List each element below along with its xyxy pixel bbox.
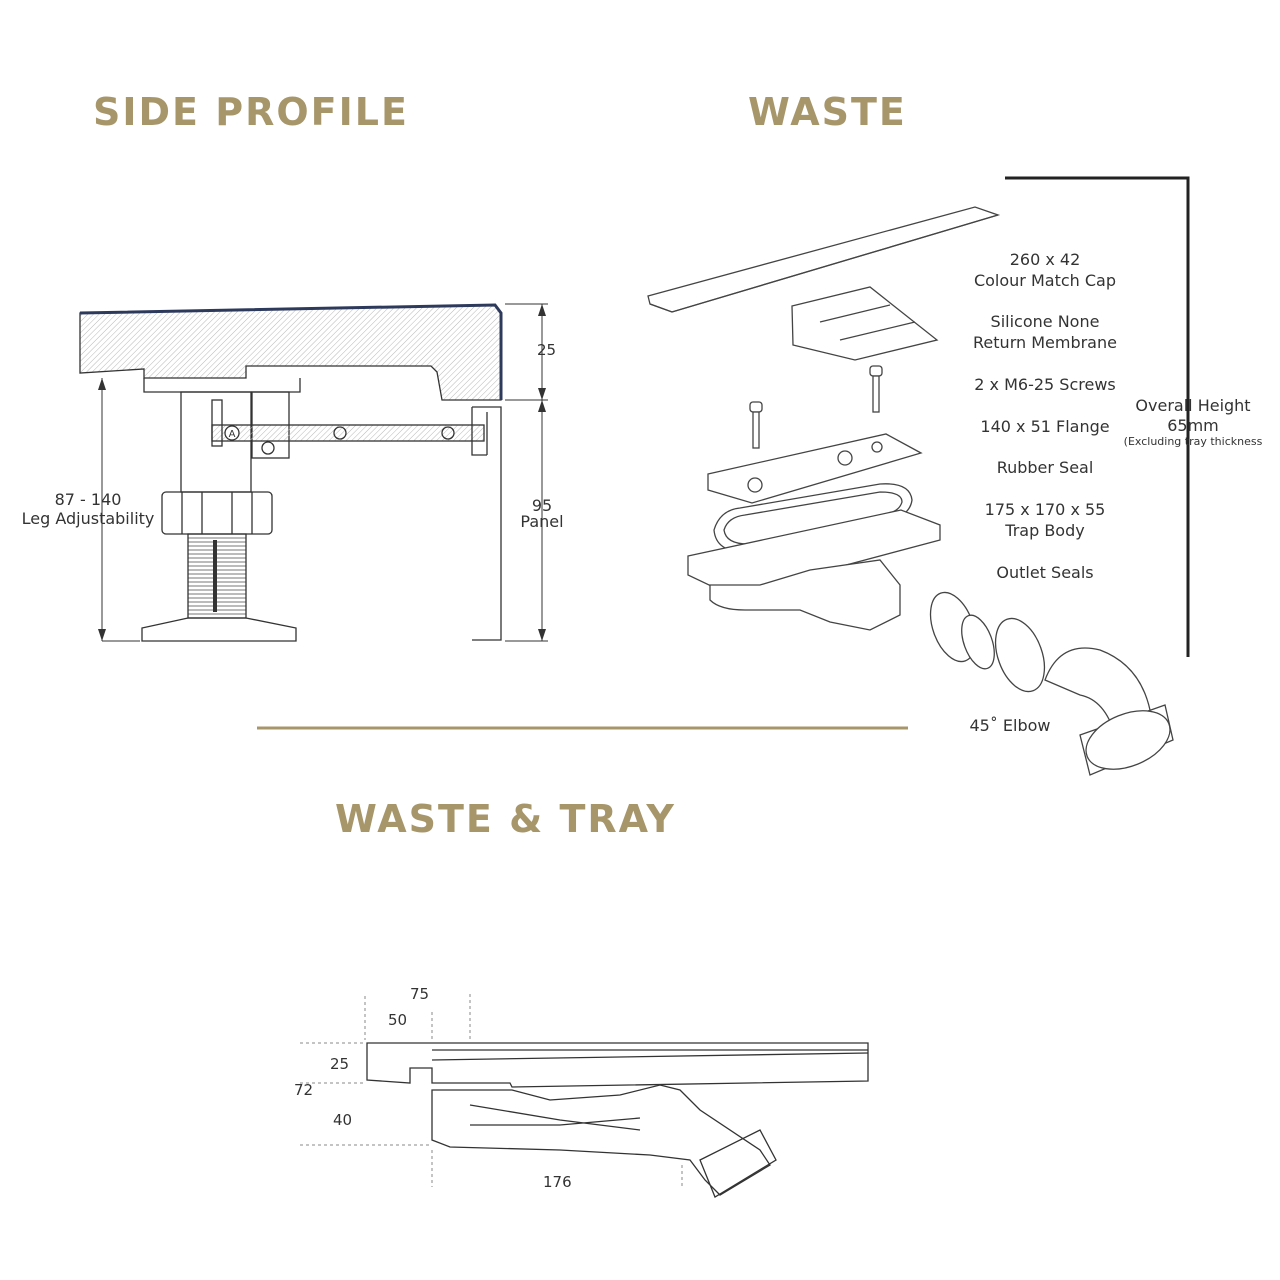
leg-adjustability-label: 87 - 140 Leg Adjustability bbox=[18, 490, 158, 528]
outlet-seals-name: Outlet Seals bbox=[996, 563, 1094, 582]
part-label-cap: 260 x 42 Colour Match Cap bbox=[960, 249, 1130, 291]
outlet-seal-2 bbox=[994, 617, 1046, 693]
marker-a-label: A bbox=[229, 429, 236, 440]
rubber-seal-name: Rubber Seal bbox=[996, 458, 1094, 477]
overall-height-note: (Excluding tray thickness bbox=[1123, 435, 1263, 448]
part-label-rubber-seal: Rubber Seal bbox=[960, 457, 1130, 478]
dim-75: 75 bbox=[410, 985, 430, 1003]
overall-height-value: 65mm bbox=[1167, 416, 1219, 435]
trap-size: 175 x 170 x 55 bbox=[984, 500, 1106, 519]
part-label-trap-body: 175 x 170 x 55 Trap Body bbox=[960, 499, 1130, 541]
waste-tray-heading: WASTE & TRAY bbox=[335, 797, 676, 841]
tray-trap-body bbox=[431, 1084, 771, 1196]
screws-part bbox=[749, 365, 883, 449]
dim-top-25: 25 bbox=[537, 341, 557, 359]
panel-text: Panel bbox=[520, 512, 564, 531]
part-label-membrane: Silicone None Return Membrane bbox=[960, 311, 1130, 353]
leg-range-text: Leg Adjustability bbox=[21, 509, 155, 528]
membrane-line2: Return Membrane bbox=[973, 333, 1117, 352]
flange-name: 140 x 51 Flange bbox=[980, 417, 1110, 436]
leg-range-value: 87 - 140 bbox=[54, 490, 122, 509]
marker-a bbox=[224, 425, 240, 441]
dim-72: 72 bbox=[294, 1081, 314, 1099]
panel-bracket bbox=[471, 406, 502, 641]
tray-top-edge bbox=[79, 303, 503, 400]
overall-height-text: Overall Height bbox=[1135, 396, 1251, 415]
overall-height-bracket bbox=[1005, 176, 1190, 657]
trap-body-part bbox=[687, 509, 941, 596]
waste-heading: WASTE bbox=[748, 90, 907, 134]
dim-176: 176 bbox=[543, 1173, 572, 1191]
membrane-line1: Silicone None bbox=[990, 312, 1100, 331]
leg-foot bbox=[141, 617, 297, 642]
cap-name: Colour Match Cap bbox=[973, 271, 1117, 290]
side-profile-heading: SIDE PROFILE bbox=[93, 90, 409, 134]
tray-section bbox=[79, 304, 502, 401]
dim-25: 25 bbox=[330, 1055, 350, 1073]
leg-column bbox=[180, 391, 252, 493]
part-label-flange: 140 x 51 Flange bbox=[960, 416, 1130, 437]
waste-exploded-drawing bbox=[647, 206, 1174, 776]
panel-label: 95 Panel bbox=[512, 498, 572, 530]
elbow-label: 45˚ Elbow bbox=[969, 716, 1051, 735]
part-label-screws: 2 x M6-25 Screws bbox=[960, 374, 1130, 395]
leg-nut bbox=[161, 491, 273, 535]
panel-value: 95 bbox=[531, 496, 553, 515]
dim-50: 50 bbox=[388, 1011, 408, 1029]
screws-name: 2 x M6-25 Screws bbox=[974, 375, 1116, 394]
waste-tray-drawing bbox=[300, 994, 869, 1198]
cap-size: 260 x 42 bbox=[1009, 250, 1081, 269]
dim-40: 40 bbox=[333, 1111, 353, 1129]
overall-height-label: Overall Height 65mm (Excluding tray thic… bbox=[1118, 396, 1268, 448]
cap-part bbox=[647, 206, 1001, 313]
membrane-part bbox=[791, 286, 939, 361]
trap-name: Trap Body bbox=[1005, 521, 1085, 540]
part-label-outlet-seals: Outlet Seals bbox=[960, 562, 1130, 583]
tray-slab bbox=[366, 1042, 869, 1088]
side-profile-drawing bbox=[79, 303, 548, 642]
